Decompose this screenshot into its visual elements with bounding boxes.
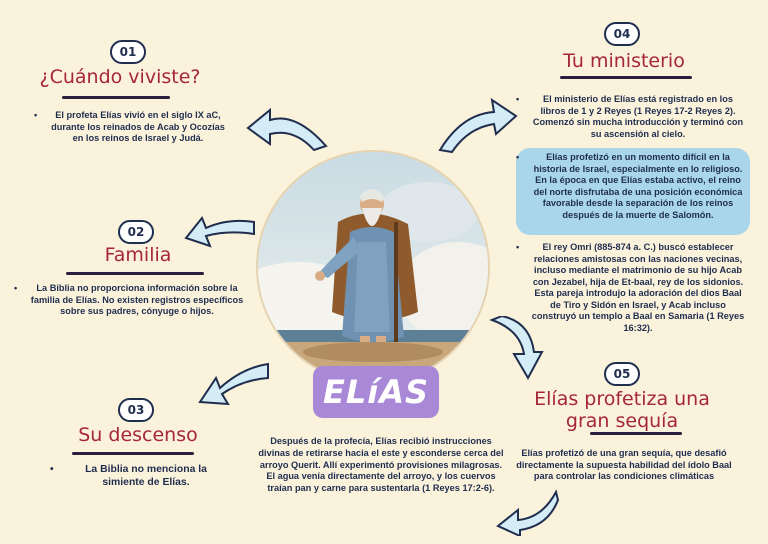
curved-arrow-icon [246, 107, 328, 152]
curved-arrow-icon [438, 97, 518, 154]
section-number-04: 04 [604, 22, 640, 46]
title-underline [66, 272, 204, 275]
prophet-portrait [258, 152, 488, 382]
curved-arrow-icon [489, 316, 544, 381]
section-text-descent: La Biblia no menciona la simiente de Elí… [50, 463, 228, 489]
curved-arrow-icon [198, 362, 269, 406]
title-underline [62, 96, 170, 99]
section-text-drought: Elías profetizó de una gran sequía, que … [516, 448, 732, 481]
section-title-when: ¿Cuándo viviste? [39, 66, 201, 88]
section-text-ministry-2: Elías profetizó en un momento difícil en… [516, 152, 746, 221]
section-title-ministry: Tu ministerio [563, 50, 685, 72]
section-title-drought: Elías profetiza una gran sequía [534, 388, 710, 432]
section-number-05: 05 [604, 362, 640, 386]
section-number-01: 01 [110, 40, 146, 64]
section-number-02: 02 [118, 220, 154, 244]
title-underline [590, 432, 682, 435]
title-underline [72, 452, 194, 455]
section-text-when: El profeta Elías vivió en el siglo IX aC… [34, 110, 228, 145]
section-title-family: Familia [104, 244, 172, 266]
section-title-descent: Su descenso [78, 424, 198, 446]
section-text-ministry-1: El ministerio de Elías está registrado e… [516, 94, 746, 140]
curved-arrow-icon [496, 489, 560, 536]
section-number-03: 03 [118, 398, 154, 422]
title-underline [560, 76, 692, 79]
section-text-family: La Biblia no proporciona información sob… [14, 283, 246, 318]
center-name-box: ELíAS [313, 366, 439, 418]
center-text: Después de la profecía, Elías recibió in… [258, 436, 504, 494]
section-text-ministry-3: El rey Omri (885-874 a. C.) buscó establ… [516, 242, 746, 334]
curved-arrow-icon [184, 216, 255, 248]
